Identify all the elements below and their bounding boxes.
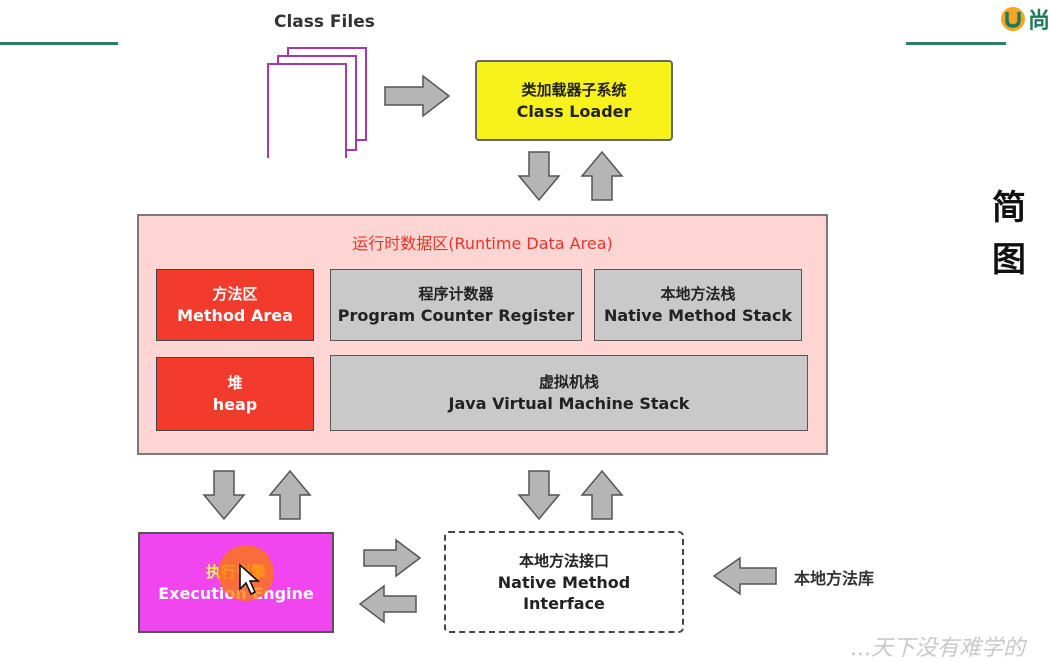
arrow-up-icon [580,150,624,201]
native-stack-en: Native Method Stack [603,306,793,325]
header-divider-right [906,42,1006,45]
heap-box: 堆 heap [156,357,314,431]
arrow-down-icon [517,470,561,521]
brand-logo: 尚 [1000,3,1050,35]
logo-text: 尚 [1028,9,1050,34]
jvm-stack-en: Java Virtual Machine Stack [448,394,690,413]
header-divider-left [0,42,118,45]
arrow-down-icon [517,151,561,202]
native-library-label: 本地方法库 [794,569,875,588]
jvm-stack-box: 虚拟机栈 Java Virtual Machine Stack [330,355,808,431]
pc-register-cn: 程序计数器 [418,285,494,303]
arrow-right-icon [384,74,451,118]
mouse-cursor-icon [239,563,260,596]
pc-register-box: 程序计数器 Program Counter Register [330,269,582,341]
class-files-icon [267,47,367,158]
native-interface-cn: 本地方法接口 [518,551,609,570]
native-interface-en1: Native Method [497,572,631,592]
class-loader-en: Class Loader [516,101,632,121]
native-stack-cn: 本地方法栈 [660,285,736,303]
class-files-label: Class Files [274,12,375,32]
side-title-line1: 简 [992,188,1026,228]
arrow-down-icon [202,470,246,521]
method-area-box: 方法区 Method Area [156,269,314,341]
method-area-cn: 方法区 [212,285,258,303]
native-interface-en2: Interface [523,593,605,613]
native-interface-box: 本地方法接口 Native Method Interface [444,531,684,633]
native-stack-box: 本地方法栈 Native Method Stack [594,269,802,341]
pc-register-en: Program Counter Register [337,306,575,325]
class-loader-cn: 类加载器子系统 [521,80,627,99]
jvm-stack-cn: 虚拟机栈 [538,373,599,391]
arrow-right-icon [363,538,422,578]
arrow-up-icon [268,469,312,520]
heap-en: heap [212,395,258,414]
heap-cn: 堆 [227,374,243,392]
method-area-en: Method Area [177,306,293,325]
arrow-left-icon [358,584,417,624]
logo-u-icon [1001,7,1025,31]
arrow-up-icon [580,469,624,520]
arrow-left-icon [712,556,777,596]
side-title-line2: 图 [992,240,1026,280]
class-loader-box: 类加载器子系统 Class Loader [475,60,673,141]
watermark-text: ...天下没有难学的 [850,636,1025,661]
runtime-title: 运行时数据区(Runtime Data Area) [352,234,613,253]
